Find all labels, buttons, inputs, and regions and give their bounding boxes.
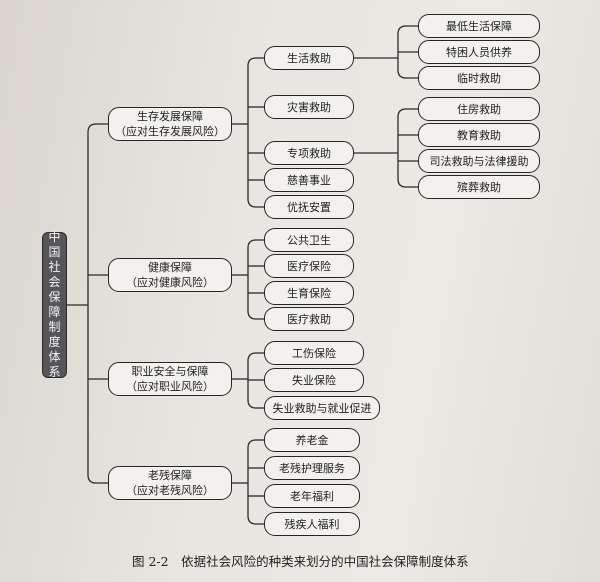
sub-special-assistance: 专项救助: [264, 141, 354, 165]
sub-unemployment-relief-employment: 失业救助与就业促进: [264, 396, 380, 420]
leaf-minimum-living-security: 最低生活保障: [418, 14, 540, 38]
sub-elderly-disabled-care: 老残护理服务: [264, 456, 360, 480]
survival-connector-spine: [247, 57, 264, 208]
leaf-judicial-legal-aid: 司法救助与法律援助: [418, 149, 540, 173]
category-health: 健康保障 （应对健康风险）: [108, 258, 232, 292]
category-occupational-safety: 职业安全与保障 （应对职业风险）: [108, 362, 232, 396]
sub-charity: 慈善事业: [264, 168, 354, 192]
sub-living-assistance: 生活救助: [264, 46, 354, 70]
leaf-temporary-assistance: 临时救助: [418, 66, 540, 90]
sub-unemployment-insurance: 失业保险: [264, 368, 364, 392]
sub-disaster-relief: 灾害救助: [264, 95, 354, 119]
leaf-education-assistance: 教育救助: [418, 123, 540, 147]
sub-medical-insurance: 医疗保险: [264, 254, 354, 278]
category-elderly-disabled: 老残保障 （应对老残风险）: [108, 466, 232, 500]
root-node: 中 国 社 会 保 障 制 度 体 系: [42, 230, 67, 379]
elderly-connector-spine: [247, 439, 264, 525]
category-survival-development: 生存发展保障 （应对生存发展风险）: [108, 107, 232, 141]
leaf-extremely-poor-support: 特困人员供养: [418, 40, 540, 64]
root-connector-spine: [87, 123, 108, 484]
sub-maternity-insurance: 生育保险: [264, 281, 354, 305]
sub-elderly-welfare: 老年福利: [264, 484, 360, 508]
sub-public-health: 公共卫生: [264, 228, 354, 252]
leaf-housing-assistance: 住房救助: [418, 97, 540, 121]
figure-caption: 图 2-2 依据社会风险的种类来划分的中国社会保障制度体系: [132, 554, 469, 569]
sub-pension: 养老金: [264, 428, 360, 452]
special-connector-spine: [397, 108, 418, 188]
sub-special-care-placement: 优抚安置: [264, 195, 354, 219]
leaf-funeral-assistance: 殡葬救助: [418, 175, 540, 199]
sub-medical-assistance: 医疗救助: [264, 307, 354, 331]
health-connector-spine: [247, 239, 264, 320]
sub-work-injury-insurance: 工伤保险: [264, 341, 364, 365]
sub-disabled-welfare: 残疾人福利: [264, 512, 360, 536]
